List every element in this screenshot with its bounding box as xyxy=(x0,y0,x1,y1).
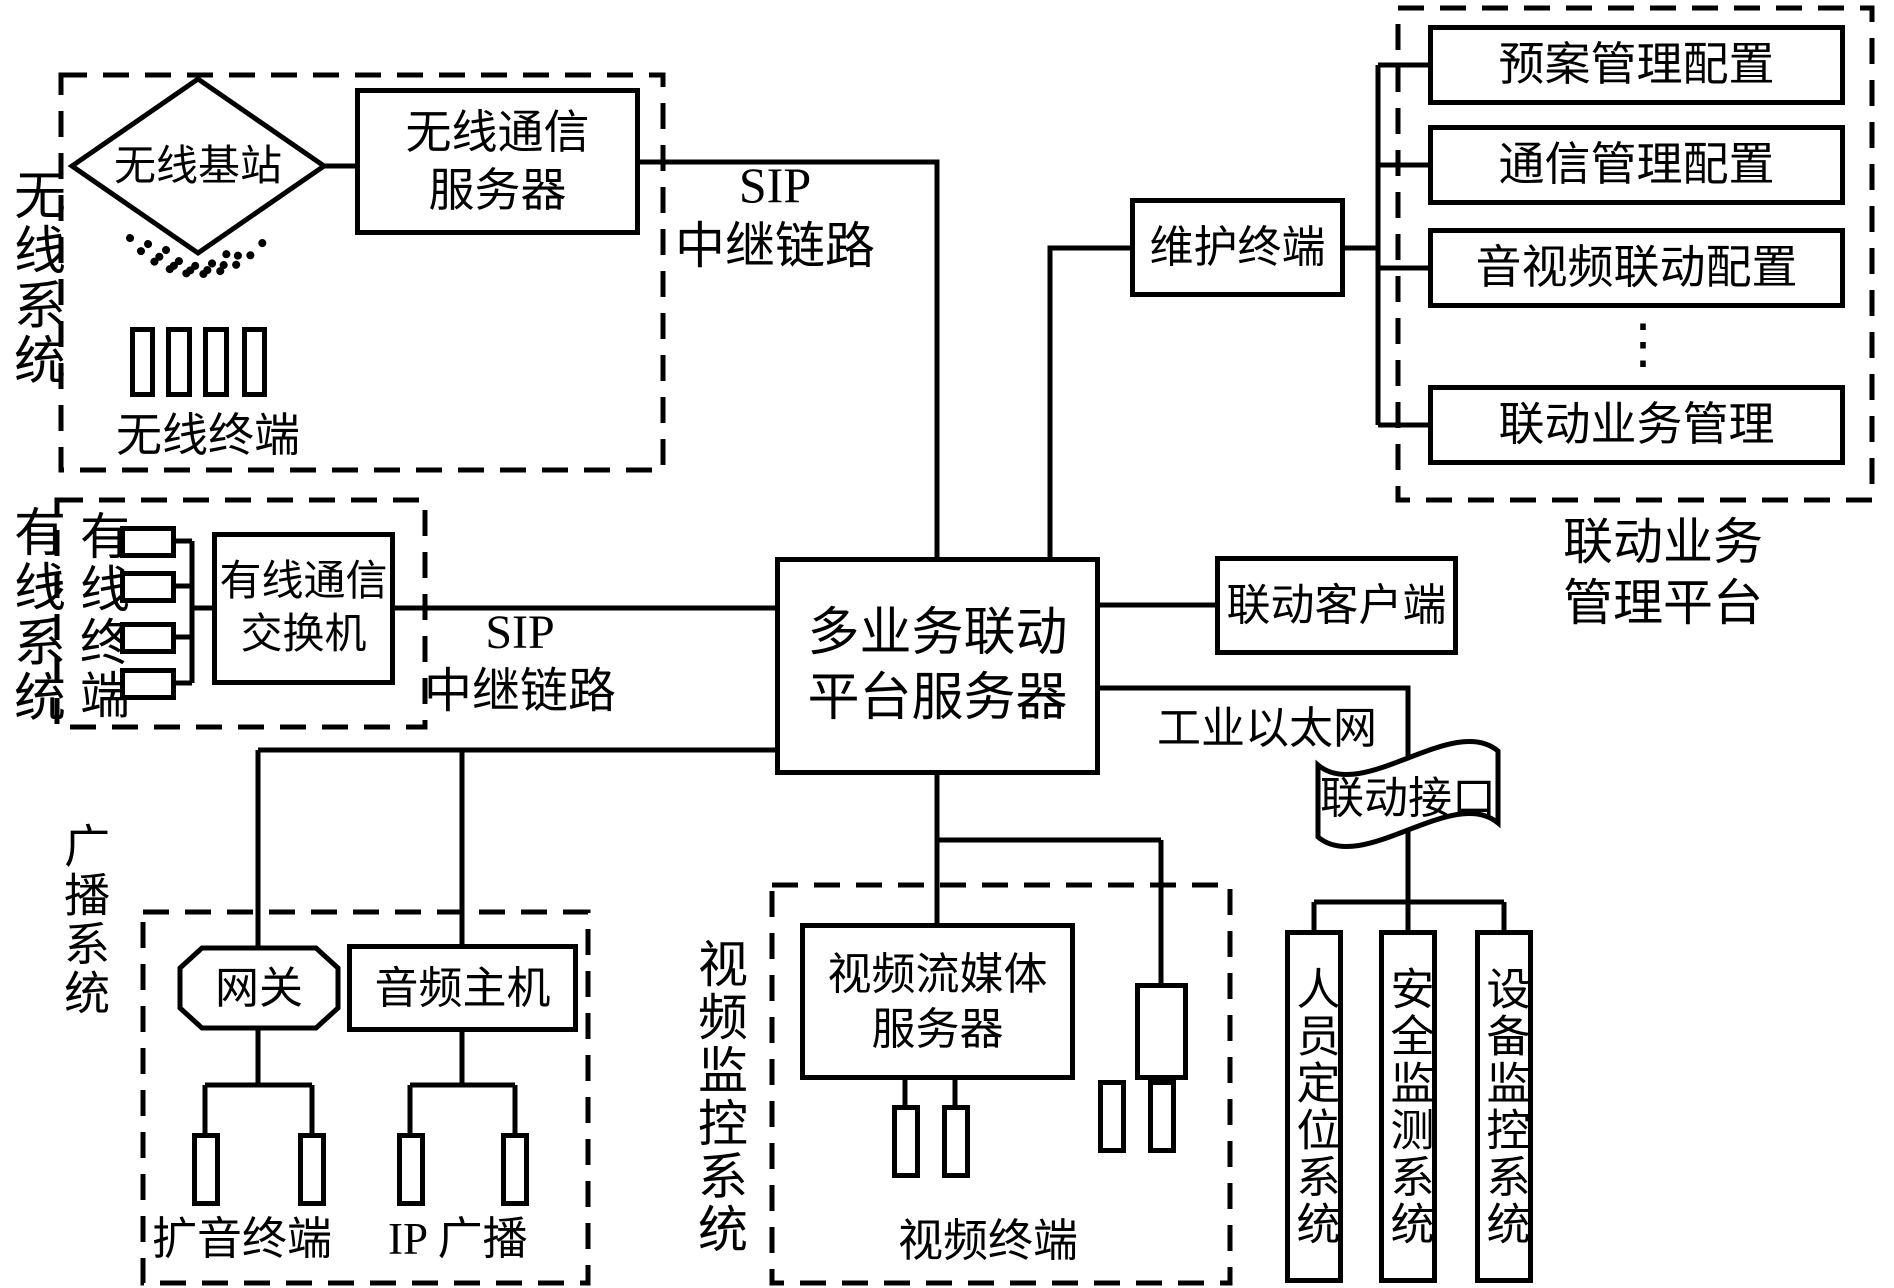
config-ellipsis: ⋮ xyxy=(1616,314,1670,374)
gateway-label: 网关 xyxy=(215,964,303,1013)
wireless-terminal-icon xyxy=(130,327,155,397)
wired-terminal-label: 有线终端 xyxy=(73,510,129,722)
audio-host-box: 音频主机 xyxy=(347,944,578,1032)
base-station-diamond xyxy=(67,75,329,257)
wireless-terminal-icon xyxy=(203,327,229,397)
video-terminal-icon xyxy=(1148,1080,1176,1153)
video-region-border xyxy=(769,882,1233,1286)
wired-terminal-icon xyxy=(120,526,176,558)
video-terminal-stubs xyxy=(902,1078,958,1107)
wired-terminal-bus xyxy=(176,538,214,686)
speaker-terminal-label: 扩音终端 xyxy=(152,1214,333,1264)
broadcast-system-label: 广播系统 xyxy=(58,822,110,1018)
audiohost-terminal-bracket xyxy=(407,1030,518,1135)
platform-caption: 联动业务 管理平台 xyxy=(1563,514,1763,631)
ip-broadcast-label: IP 广播 xyxy=(388,1214,528,1264)
wired-system-label: 有线系统 xyxy=(5,505,63,725)
speaker-terminal-icon xyxy=(298,1133,326,1206)
broadcast-region-border xyxy=(140,909,591,1286)
video-terminal-icon xyxy=(1098,1080,1126,1153)
sip-trunk-label-middle: SIP 中继链路 xyxy=(423,606,616,718)
video-terminal-icon xyxy=(942,1105,970,1178)
video-terminal-icon xyxy=(892,1105,920,1178)
subsystem-equipment-box: 设备监控系统 xyxy=(1475,930,1533,1283)
wireless-terminal-icon xyxy=(242,327,267,397)
radio-waves-icon xyxy=(126,234,270,279)
video-streaming-server-box: 视频流媒体 服务器 xyxy=(800,923,1075,1080)
subsystem-safety-box: 安全监测系统 xyxy=(1379,930,1437,1283)
wireless-comm-server-box: 无线通信 服务器 xyxy=(355,88,640,235)
wired-terminal-icon xyxy=(120,622,176,654)
wireless-system-label: 无线系统 xyxy=(5,168,63,388)
link-mainserver-interface xyxy=(1098,685,1411,758)
base-station-label: 无线基站 xyxy=(113,144,282,190)
subsystem-personnel-box: 人员定位系统 xyxy=(1285,930,1343,1283)
wireless-terminal-label: 无线终端 xyxy=(116,410,300,461)
interface-subsystem-branch xyxy=(1311,832,1507,932)
gateway-terminal-bracket xyxy=(202,1026,315,1135)
config-box-av: 音视频联动配置 xyxy=(1428,228,1845,308)
wireless-region-border xyxy=(58,72,666,473)
link-maintenance-mainserver xyxy=(1047,245,1130,560)
video-camera-icon xyxy=(1135,983,1188,1080)
sip-trunk-label-top: SIP 中继链路 xyxy=(675,157,875,274)
video-system-label: 视频监控系统 xyxy=(691,938,747,1256)
linkage-client-box: 联动客户端 xyxy=(1215,556,1458,655)
wireless-terminal-icon xyxy=(166,327,192,397)
link-wserver-mainserver xyxy=(640,159,940,560)
config-box-service: 联动业务管理 xyxy=(1428,385,1845,465)
link-mainserver-video xyxy=(934,775,1164,985)
linkage-interface-banner xyxy=(1315,738,1501,850)
wired-terminal-icon xyxy=(120,571,176,603)
wired-terminal-icon xyxy=(120,668,176,700)
maintenance-terminal-box: 维护终端 xyxy=(1130,198,1345,297)
config-box-comm: 通信管理配置 xyxy=(1428,125,1845,205)
industrial-ethernet-label: 工业以太网 xyxy=(1157,704,1377,753)
wired-region-border xyxy=(54,497,428,730)
ip-broadcast-terminal-icon xyxy=(397,1133,425,1206)
video-terminal-label: 视频终端 xyxy=(898,1216,1079,1266)
ip-broadcast-terminal-icon xyxy=(501,1133,529,1206)
wired-comm-switch-box: 有线通信 交换机 xyxy=(212,532,395,685)
gateway-shape xyxy=(177,945,341,1031)
config-box-plan: 预案管理配置 xyxy=(1428,25,1845,105)
speaker-terminal-icon xyxy=(192,1133,220,1206)
platform-region-border xyxy=(1395,5,1875,503)
maintenance-config-bus xyxy=(1345,62,1430,428)
linkage-interface-label: 联动接口 xyxy=(1320,774,1496,823)
multi-service-platform-server-box: 多业务联动 平台服务器 xyxy=(775,557,1100,775)
link-broadcast-mainserver xyxy=(255,747,777,950)
